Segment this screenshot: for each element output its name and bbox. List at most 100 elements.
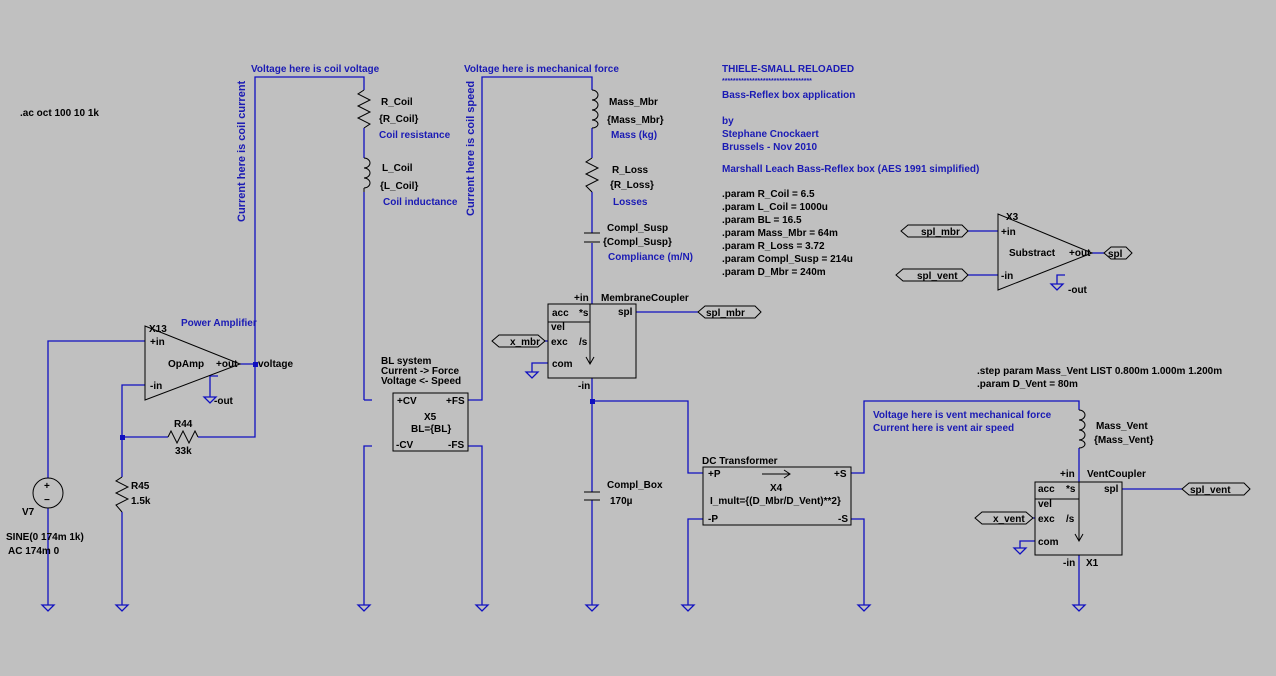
directive-ac[interactable]: .ac oct 100 10 1k (20, 108, 99, 119)
amp-label: Power Amplifier (181, 318, 257, 329)
junction-dots (120, 362, 595, 440)
svg-text:vel: vel (1038, 499, 1052, 510)
svg-text:spl_mbr: spl_mbr (706, 308, 745, 319)
svg-text:exc: exc (1038, 514, 1055, 525)
net-label-x-mbr[interactable]: x_mbr (491, 334, 546, 348)
capacitor-compl-susp[interactable]: Compl_Susp {Compl_Susp} Compliance (m/N) (584, 223, 693, 263)
svg-text:+: + (44, 481, 50, 492)
param-list[interactable]: .param R_Coil = 6.5 .param L_Coil = 1000… (722, 189, 853, 278)
svg-text:acc: acc (1038, 484, 1055, 495)
net-label-spl-mbr-in[interactable]: spl_mbr (900, 224, 969, 238)
svg-text:*s: *s (1066, 484, 1076, 495)
source-name: V7 (22, 507, 35, 518)
svg-text:spl: spl (618, 307, 633, 318)
resistor-r44[interactable]: R44 33k (167, 419, 199, 457)
svg-text:-in: -in (578, 381, 590, 392)
svg-text:{R_Loss}: {R_Loss} (610, 180, 654, 191)
svg-text:+P: +P (708, 469, 721, 480)
svg-text:Mass_Mbr: Mass_Mbr (609, 97, 658, 108)
svg-text:{Mass_Vent}: {Mass_Vent} (1094, 435, 1154, 446)
net-label-spl-mbr-out[interactable]: spl_mbr (697, 305, 762, 319)
net-voltage: voltage (258, 359, 293, 370)
vent-coupler-x1[interactable]: +in VentCoupler acc *s vel exc /s com sp… (1034, 469, 1146, 569)
param-line: .param R_Coil = 6.5 (722, 189, 815, 200)
svg-text:acc: acc (552, 308, 569, 319)
resistor-r-loss[interactable]: R_Loss {R_Loss} Losses (584, 157, 654, 208)
svg-text:I_mult={(D_Mbr/D_Vent)**2}: I_mult={(D_Mbr/D_Vent)**2} (710, 496, 841, 507)
ground-symbols (40, 283, 1087, 612)
svg-text:X3: X3 (1006, 212, 1019, 223)
svg-text:/s: /s (579, 337, 588, 348)
svg-text:33k: 33k (175, 446, 192, 457)
svg-text:-in: -in (1063, 558, 1075, 569)
svg-text:x_vent: x_vent (993, 514, 1025, 525)
header-location: Brussels - Nov 2010 (722, 142, 817, 153)
inductor-mass-mbr[interactable]: Mass_Mbr {Mass_Mbr} Mass (kg) (591, 89, 664, 141)
svg-text:{R_Coil}: {R_Coil} (379, 114, 419, 125)
svg-text:X4: X4 (770, 483, 783, 494)
net-label-spl-vent-out[interactable]: spl_vent (1181, 482, 1251, 496)
svg-text:Current -> Force: Current -> Force (381, 366, 460, 377)
resistor-r-coil[interactable]: R_Coil {R_Coil} Coil resistance (356, 89, 451, 141)
net-label-x-vent[interactable]: x_vent (974, 511, 1034, 525)
svg-text:-P: -P (708, 514, 718, 525)
note-coil-voltage: Voltage here is coil voltage (251, 64, 380, 75)
svg-text:{Compl_Susp}: {Compl_Susp} (603, 237, 672, 248)
svg-text:spl_vent: spl_vent (1190, 485, 1231, 496)
inductor-l-coil[interactable]: L_Coil {L_Coil} Coil inductance (363, 157, 458, 208)
membrane-coupler[interactable]: +in MembraneCoupler acc *s vel exc /s co… (547, 293, 689, 392)
svg-text:-in: -in (150, 381, 162, 392)
net-label-spl[interactable]: spl (1103, 246, 1133, 260)
svg-text:Compl_Box: Compl_Box (607, 480, 663, 491)
svg-text:spl_mbr: spl_mbr (921, 227, 960, 238)
capacitor-compl-box[interactable]: Compl_Box 170µ (584, 480, 663, 507)
subtract-x3[interactable]: X3 +in Substract -in +out -out (997, 212, 1094, 296)
svg-text:R44: R44 (174, 419, 193, 430)
directive-step[interactable]: .step param Mass_Vent LIST 0.800m 1.000m… (977, 366, 1222, 377)
dc-transformer-x4[interactable]: DC Transformer +P +S X4 I_mult={(D_Mbr/D… (702, 456, 852, 526)
svg-text:Compliance (m/N): Compliance (m/N) (608, 252, 693, 263)
svg-text:+out: +out (1069, 248, 1091, 259)
inductor-mass-vent[interactable]: Mass_Vent {Mass_Vent} (1078, 409, 1154, 449)
note-coil-speed: Current here is coil speed (465, 81, 477, 216)
svg-text:R_Coil: R_Coil (381, 97, 413, 108)
param-line: .param D_Mbr = 240m (722, 267, 826, 278)
svg-text:BL={BL}: BL={BL} (411, 424, 451, 435)
directive-d-vent[interactable]: .param D_Vent = 80m (977, 379, 1078, 390)
param-line: .param Mass_Mbr = 64m (722, 228, 838, 239)
svg-text:+in: +in (1060, 469, 1075, 480)
bl-system-x5[interactable]: BL system Current -> Force Voltage <- Sp… (381, 356, 469, 452)
header-by: by (722, 116, 734, 127)
source-ac: AC 174m 0 (8, 546, 60, 557)
svg-text:1.5k: 1.5k (131, 496, 151, 507)
voltage-source-v7[interactable]: + − V7 SINE(0 174m 1k) AC 174m 0 (6, 477, 84, 557)
svg-text:-S: -S (838, 514, 848, 525)
svg-text:+out: +out (216, 359, 238, 370)
note-vent-speed: Current here is vent air speed (873, 423, 1014, 434)
opamp-x13[interactable]: X13 Power Amplifier +in -in OpAmp +out -… (144, 318, 293, 407)
svg-text:exc: exc (551, 337, 568, 348)
svg-text:BL system: BL system (381, 356, 432, 367)
svg-text:com: com (552, 359, 573, 370)
resistor-r45[interactable]: R45 1.5k (114, 476, 151, 513)
svg-text:/s: /s (1066, 514, 1075, 525)
svg-text:-out: -out (214, 396, 234, 407)
svg-text:VentCoupler: VentCoupler (1087, 469, 1146, 480)
svg-text:*s: *s (579, 308, 589, 319)
svg-text:com: com (1038, 537, 1059, 548)
svg-text:Mass_Vent: Mass_Vent (1096, 421, 1148, 432)
svg-text:+in: +in (1001, 227, 1016, 238)
source-sine: SINE(0 174m 1k) (6, 532, 84, 543)
svg-text:spl: spl (1108, 249, 1123, 260)
svg-text:+CV: +CV (397, 396, 417, 407)
param-line: .param BL = 16.5 (722, 215, 802, 226)
svg-text:Voltage <- Speed: Voltage <- Speed (381, 376, 461, 387)
net-label-spl-vent-in[interactable]: spl_vent (895, 268, 969, 282)
svg-text:+in: +in (574, 293, 589, 304)
svg-text:{Mass_Mbr}: {Mass_Mbr} (607, 115, 664, 126)
header-stars: ********************************* (722, 78, 812, 85)
svg-text:spl_vent: spl_vent (917, 271, 958, 282)
svg-text:Compl_Susp: Compl_Susp (607, 223, 668, 234)
header-author: Stephane Cnockaert (722, 129, 819, 140)
